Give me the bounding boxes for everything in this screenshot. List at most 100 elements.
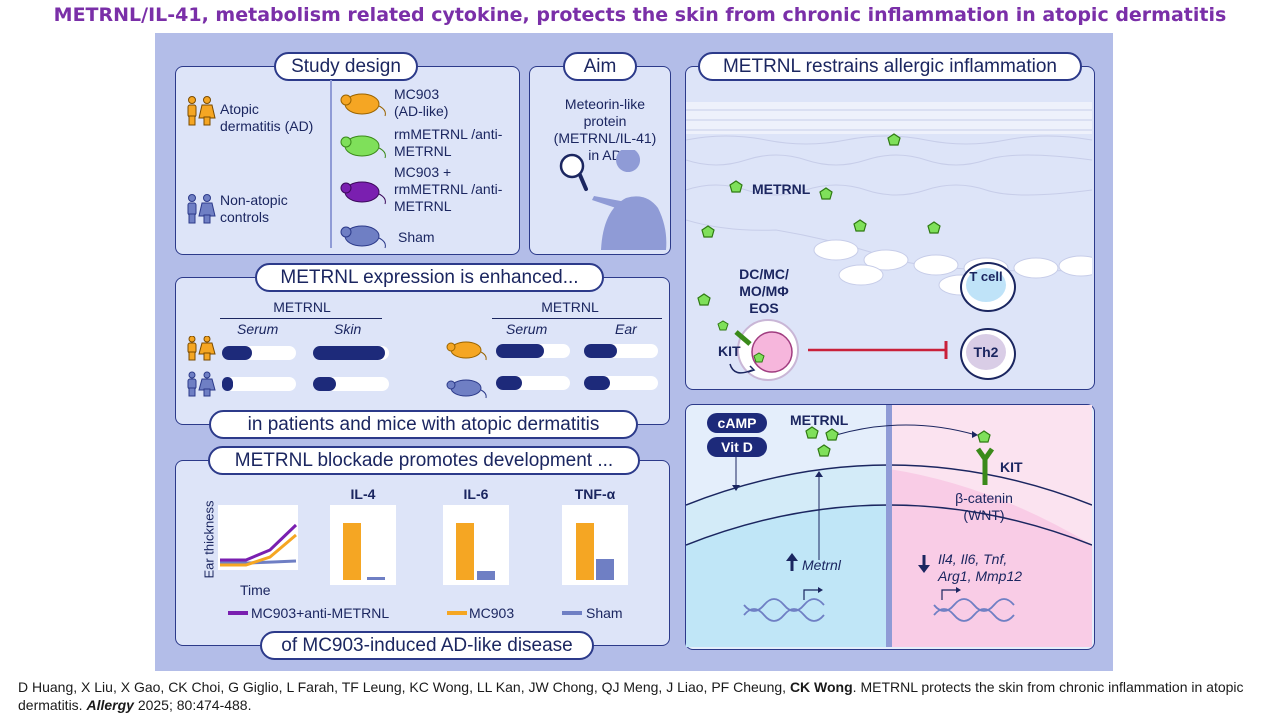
bar-human-ad-skin <box>313 346 389 360</box>
tnf-title: TNF-α <box>574 486 616 502</box>
patient-icons <box>187 96 216 224</box>
mouse-metrnl-title: METRNL <box>541 299 599 315</box>
bar-fill <box>496 376 522 390</box>
mouse-mc903-icon <box>340 93 386 117</box>
t-cell-inner <box>966 268 1006 302</box>
mouse-rmmetrnl-icon <box>340 135 386 159</box>
camp-chip: cAMP <box>707 413 767 433</box>
citation-journal: Allergy <box>86 697 134 713</box>
il4-bar-mc903 <box>343 523 361 580</box>
bar-human-control-skin <box>313 377 389 391</box>
line-mc903 <box>220 533 297 567</box>
restrains-header: METRNL restrains allergic inflammation <box>698 52 1082 81</box>
citation: D Huang, X Liu, X Gao, CK Choi, G Giglio… <box>18 678 1273 714</box>
expression-footer: in patients and mice with atopic dermati… <box>209 410 638 439</box>
kit-mechanism-label: KIT <box>1000 459 1023 475</box>
bar-human-ad-serum <box>222 346 296 360</box>
bar-fill <box>222 377 234 391</box>
aim-text: Meteorin-like protein (METRNL/IL-41) in … <box>553 96 657 163</box>
downregulated-genes-label: Il4, Il6, Tnf, Arg1, Mmp12 <box>938 551 1023 584</box>
bar-fill <box>313 377 336 391</box>
legend-swatch-mc903 <box>447 611 467 615</box>
bar-fill <box>584 376 610 390</box>
blockade-header: METRNL blockade promotes development ... <box>208 446 640 475</box>
mouse-sham-icon <box>340 225 386 249</box>
citation-volume: 2025; 80:474-488. <box>137 697 252 713</box>
metrnl-proteins-skin <box>697 133 941 306</box>
immune-cell-label: DC/MC/ MO/MΦ EOS <box>739 266 789 316</box>
ear-thickness-chart <box>218 505 298 570</box>
human-skin-label: Skin <box>334 321 362 337</box>
il4-chart <box>330 505 396 585</box>
mouse-combo-icon <box>340 181 386 205</box>
il6-chart <box>443 505 509 585</box>
ad-patient-icon <box>187 96 216 126</box>
legend-label-mc903: MC903 <box>469 605 515 621</box>
aim-header: Aim <box>563 52 637 81</box>
beta-catenin-label: β-catenin (WNT) <box>955 490 1013 523</box>
inhibition-arrow <box>808 341 948 359</box>
bar-mouse-sham-serum <box>496 376 570 390</box>
expression-header: METRNL expression is enhanced... <box>255 263 604 292</box>
aim-panel <box>529 66 671 255</box>
study-design-divider <box>330 80 332 248</box>
bar-human-control-serum <box>222 377 296 391</box>
ear-thickness-ylabel: Ear thickness <box>201 500 217 579</box>
line-anti <box>220 523 298 562</box>
line-sham <box>220 559 297 565</box>
legend-swatch-sham <box>562 611 582 615</box>
metrnl-skin-label: METRNL <box>752 181 811 197</box>
il6-bar-sham <box>477 571 495 580</box>
tnf-bar-sham <box>596 559 614 580</box>
tnf-bar-mc903 <box>576 523 594 580</box>
bar-fill <box>222 346 252 360</box>
th2-inner <box>966 334 1006 370</box>
kit-label-top: KIT <box>718 343 741 359</box>
bar-mouse-mc903-ear <box>584 344 658 358</box>
human-underline <box>220 318 382 319</box>
legend-label-sham: Sham <box>586 605 623 621</box>
bar-mouse-sham-ear <box>584 376 658 390</box>
skin-illustration <box>686 102 1092 296</box>
t-cell-label: T cell <box>969 269 1003 284</box>
il4-bar-sham <box>367 577 385 580</box>
il6-bar-mc903 <box>456 523 474 580</box>
time-xlabel: Time <box>240 582 271 598</box>
mouse-rmmetrnl-label: rmMETRNL /anti-METRNL <box>394 126 503 159</box>
vitd-chip: Vit D <box>707 437 767 457</box>
metrnl-gene-label: Metrnl <box>802 557 841 573</box>
page-title: METRNL/IL-41, metabolism related cytokin… <box>53 4 1227 26</box>
human-expression-icons <box>187 336 216 397</box>
mouse-ear-label: Ear <box>615 321 637 337</box>
group-ad-label: Atopic dermatitis (AD) <box>220 101 314 134</box>
il4-title: IL-4 <box>350 486 376 502</box>
mouse-combo-label: MC903 + rmMETRNL /anti-METRNL <box>394 164 503 214</box>
mouse-icons <box>340 93 386 249</box>
legend-label-anti: MC903+anti-METRNL <box>251 605 390 621</box>
legend-swatch-anti <box>228 611 248 615</box>
mouse-mc903-label: MC903 (AD-like) <box>394 86 449 119</box>
mouse-serum-label: Serum <box>506 321 548 337</box>
mouse-expression-icons <box>446 341 487 399</box>
th2-label: Th2 <box>973 344 999 360</box>
mechanism-cell-illustration <box>686 405 1092 647</box>
bar-fill <box>496 344 545 358</box>
control-patient-icon <box>187 194 216 224</box>
il6-title: IL-6 <box>463 486 489 502</box>
mouse-underline <box>492 318 662 319</box>
citation-title: . METRNL protects the skin from chronic … <box>18 679 1244 713</box>
citation-authors: D Huang, X Liu, X Gao, CK Choi, G Giglio… <box>18 679 787 695</box>
study-design-header: Study design <box>274 52 418 81</box>
metrnl-mechanism-label: METRNL <box>790 412 849 428</box>
bar-mouse-mc903-serum <box>496 344 570 358</box>
blockade-footer: of MC903-induced AD-like disease <box>260 631 594 660</box>
human-serum-label: Serum <box>237 321 279 337</box>
bar-fill <box>313 346 386 360</box>
tnf-chart <box>562 505 628 585</box>
researcher-magnifier-icon <box>559 150 667 250</box>
mouse-sham-label: Sham <box>398 229 435 245</box>
bar-fill <box>584 344 618 358</box>
human-metrnl-title: METRNL <box>273 299 331 315</box>
group-control-label: Non-atopic controls <box>220 192 288 225</box>
citation-corresponding-author: CK Wong <box>789 679 853 695</box>
